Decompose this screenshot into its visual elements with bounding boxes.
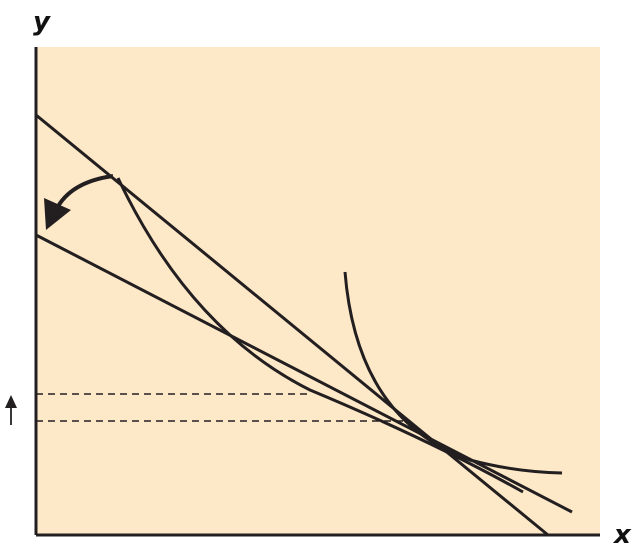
indifference-curve-higher — [343, 271, 563, 475]
indifference-curve-lower — [116, 177, 524, 494]
rotation-arrowhead — [44, 198, 71, 230]
rotation-arrow-icon — [44, 174, 114, 230]
budget-line-rotated — [35, 233, 573, 514]
y-axis-label: y — [33, 7, 51, 37]
up-arrow-icon — [5, 395, 17, 425]
x-axis-label: x — [612, 520, 632, 550]
plot-area — [36, 47, 600, 535]
